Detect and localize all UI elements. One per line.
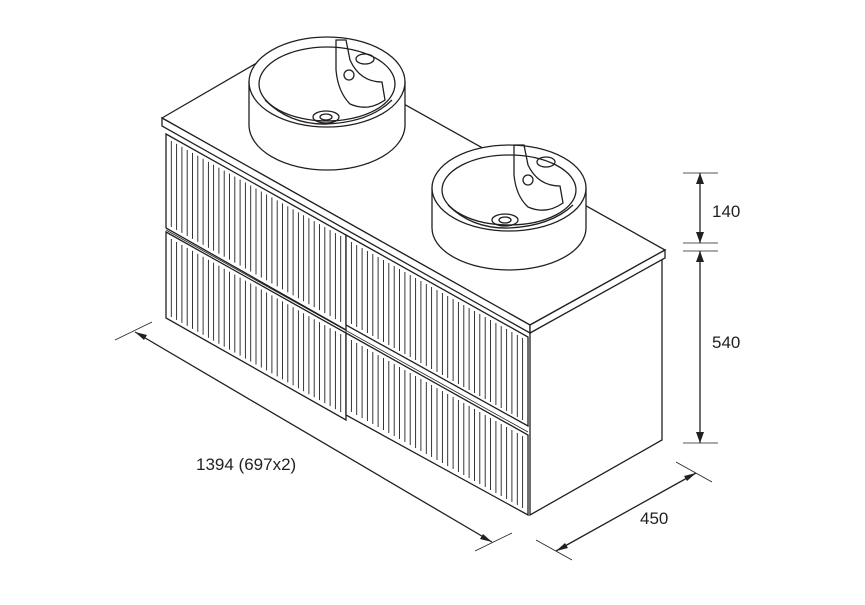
depth-label: 450	[640, 509, 668, 528]
height-dimensions	[683, 172, 718, 444]
basin-right	[431, 144, 587, 271]
width-label: 1394 (697x2)	[196, 455, 296, 474]
cabinet-height-label: 540	[712, 333, 740, 352]
basin-height-label: 140	[712, 202, 740, 221]
fluted-drawer-pattern	[170, 141, 524, 508]
depth-dimension	[535, 461, 713, 561]
basin-left	[248, 36, 406, 171]
countertop-side-edge	[529, 248, 666, 335]
width-dimension	[114, 321, 513, 552]
drawer-reveal-line	[165, 229, 529, 433]
